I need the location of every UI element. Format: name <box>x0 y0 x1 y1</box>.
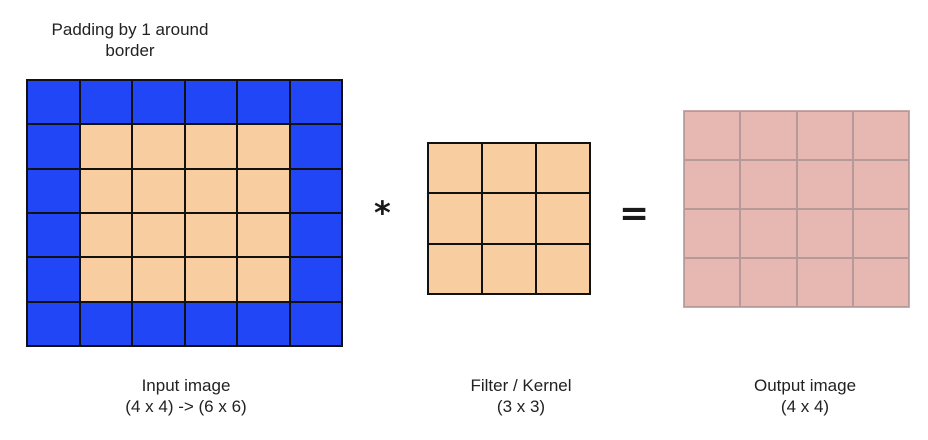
padding-cell <box>289 212 342 258</box>
kernel-cell <box>428 143 482 194</box>
padding-cell <box>289 257 342 302</box>
input-pixel-cell <box>79 212 132 258</box>
input-caption-line2: (4 x 4) -> (6 x 6) <box>125 397 247 416</box>
input-pixel-cell <box>237 257 290 302</box>
kernel-grid <box>427 142 591 295</box>
kernel-caption: Filter / Kernel (3 x 3) <box>421 375 621 417</box>
output-pixel-cell <box>796 111 853 160</box>
padding-cell <box>27 124 80 169</box>
output-pixel-cell <box>684 160 741 209</box>
output-pixel-cell <box>852 258 909 307</box>
output-pixel-cell <box>796 209 853 258</box>
input-pixel-cell <box>184 257 237 302</box>
output-pixel-cell <box>852 160 909 209</box>
output-caption-line1: Output image <box>753 376 857 395</box>
padding-cell <box>27 257 80 302</box>
padding-cell <box>237 301 290 346</box>
kernel-cell <box>482 143 536 194</box>
padding-cell <box>27 301 80 346</box>
output-pixel-cell <box>796 160 853 209</box>
input-pixel-cell <box>132 124 185 169</box>
padding-cell <box>27 212 80 258</box>
kernel-cell <box>482 193 536 244</box>
kernel-cell <box>536 143 590 194</box>
padding-note-line1: Padding by 1 around <box>51 20 209 39</box>
output-pixel-cell <box>684 258 741 307</box>
padding-cell <box>184 301 237 346</box>
output-image-grid <box>683 110 910 308</box>
padding-cell <box>27 168 80 213</box>
input-caption: Input image (4 x 4) -> (6 x 6) <box>76 375 296 417</box>
padding-cell <box>27 80 80 125</box>
padding-cell <box>289 124 342 169</box>
output-pixel-cell <box>796 258 853 307</box>
padding-cell <box>79 301 132 346</box>
convolution-operator: * <box>374 194 391 232</box>
input-pixel-cell <box>184 124 237 169</box>
padding-note-line2: border <box>105 41 155 60</box>
kernel-caption-line2: (3 x 3) <box>496 397 546 416</box>
input-pixel-cell <box>184 168 237 213</box>
padding-cell <box>132 301 185 346</box>
kernel-cell <box>536 243 590 294</box>
padding-cell <box>79 80 132 125</box>
input-pixel-cell <box>237 212 290 258</box>
output-caption: Output image (4 x 4) <box>705 375 905 417</box>
padding-cell <box>289 301 342 346</box>
input-caption-line1: Input image <box>141 376 231 395</box>
output-pixel-cell <box>740 209 797 258</box>
padding-note: Padding by 1 around border <box>30 19 230 61</box>
output-pixel-cell <box>684 209 741 258</box>
output-pixel-cell <box>852 209 909 258</box>
equals-operator: = <box>619 193 650 234</box>
input-pixel-cell <box>132 168 185 213</box>
input-pixel-cell <box>132 257 185 302</box>
kernel-caption-line1: Filter / Kernel <box>470 376 572 395</box>
output-pixel-cell <box>740 160 797 209</box>
input-pixel-cell <box>184 212 237 258</box>
input-pixel-cell <box>132 212 185 258</box>
input-pixel-cell <box>79 124 132 169</box>
output-pixel-cell <box>684 111 741 160</box>
output-pixel-cell <box>852 111 909 160</box>
kernel-cell <box>482 243 536 294</box>
padding-cell <box>289 80 342 125</box>
output-pixel-cell <box>740 258 797 307</box>
input-pixel-cell <box>79 257 132 302</box>
output-pixel-cell <box>740 111 797 160</box>
padding-cell <box>237 80 290 125</box>
input-pixel-cell <box>237 124 290 169</box>
kernel-cell <box>536 193 590 244</box>
input-pixel-cell <box>237 168 290 213</box>
padding-cell <box>132 80 185 125</box>
input-pixel-cell <box>79 168 132 213</box>
padding-cell <box>289 168 342 213</box>
kernel-cell <box>428 243 482 294</box>
padding-cell <box>184 80 237 125</box>
output-caption-line2: (4 x 4) <box>780 397 830 416</box>
input-image-grid <box>26 79 343 347</box>
kernel-cell <box>428 193 482 244</box>
